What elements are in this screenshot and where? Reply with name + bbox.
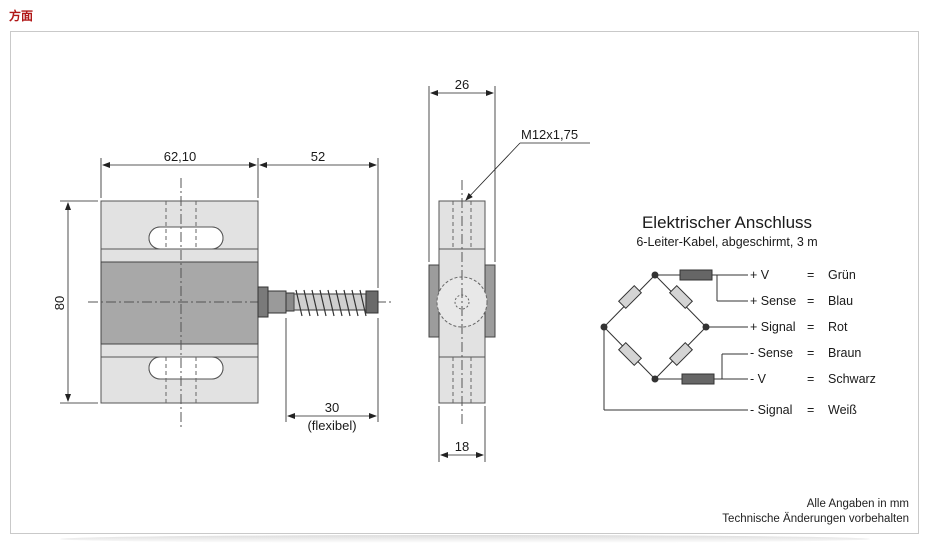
dim-side-width: 26 xyxy=(455,77,469,92)
dim-cable-length: 52 xyxy=(311,149,325,164)
equals-sign: = xyxy=(807,268,814,282)
signal-label: + Sense xyxy=(750,294,796,308)
wire-color: Braun xyxy=(828,346,861,360)
dim-flex: 30 xyxy=(325,400,339,415)
equals-sign: = xyxy=(807,320,814,334)
frame-shadow xyxy=(60,535,870,543)
wiring-legend: + V = Grün + Sense = Blau + Signal = Rot… xyxy=(750,268,876,417)
side-view xyxy=(428,180,496,425)
wire-color: Weiß xyxy=(828,403,857,417)
signal-label: + V xyxy=(750,268,770,282)
wire-color: Blau xyxy=(828,294,853,308)
signal-label: - Sense xyxy=(750,346,793,360)
dim-thread: M12x1,75 xyxy=(521,127,578,142)
cable-gland xyxy=(257,286,269,318)
page-label: 方面 xyxy=(9,9,34,23)
signal-label: + Signal xyxy=(750,320,796,334)
wiring-subtitle: 6-Leiter-Kabel, abgeschirmt, 3 m xyxy=(636,235,817,249)
wire-color: Rot xyxy=(828,320,848,334)
gauge-block xyxy=(100,261,259,345)
dim-flex-note: (flexibel) xyxy=(307,418,356,433)
wiring-title: Elektrischer Anschluss xyxy=(642,213,812,232)
dim-width-body: 62,10 xyxy=(164,149,197,164)
drawing-frame xyxy=(10,31,919,534)
side-dimensions xyxy=(428,86,590,462)
wire-color: Schwarz xyxy=(828,372,876,386)
equals-sign: = xyxy=(807,346,814,360)
dim-height: 80 xyxy=(52,296,67,310)
bridge-circuit xyxy=(600,269,748,411)
dim-side-depth: 18 xyxy=(455,439,469,454)
cable-spring xyxy=(293,289,367,317)
equals-sign: = xyxy=(807,294,814,308)
equals-sign: = xyxy=(807,372,814,386)
signal-label: - Signal xyxy=(750,403,792,417)
front-view xyxy=(88,178,392,428)
wire-color: Grün xyxy=(828,268,856,282)
signal-label: - V xyxy=(750,372,767,386)
footer-units: Alle Angaben in mm xyxy=(806,498,909,510)
footer-disclaimer: Technische Änderungen vorbehalten xyxy=(722,513,909,525)
front-dimensions xyxy=(60,158,379,422)
footer-notes: Alle Angaben in mm Technische Änderungen… xyxy=(722,497,909,527)
equals-sign: = xyxy=(807,403,814,417)
